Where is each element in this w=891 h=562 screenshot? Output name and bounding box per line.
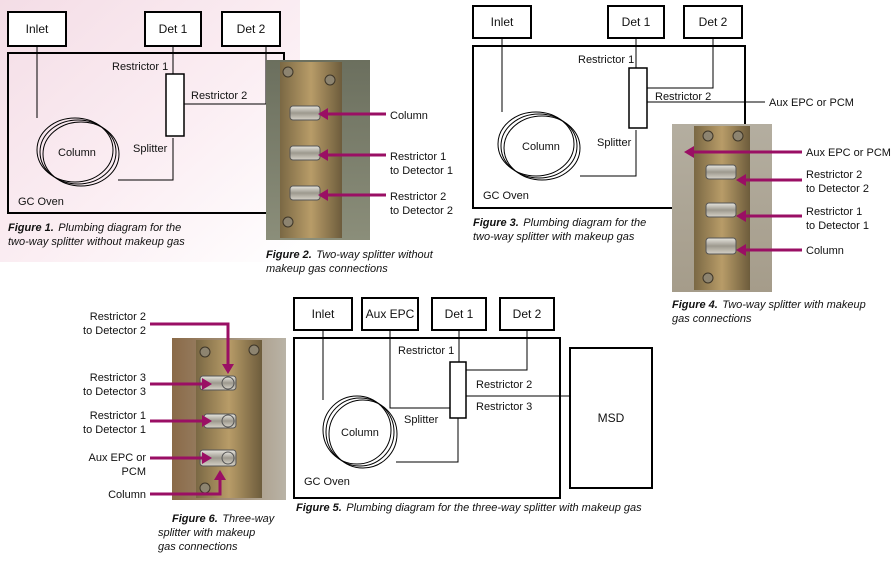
- fig1-inlet-label: Inlet: [26, 22, 49, 36]
- fig2-label-restrictor2: Restrictor 2: [390, 191, 446, 203]
- fig5-det2-box: [499, 297, 555, 331]
- fig1-column-label: Column: [58, 147, 96, 159]
- fig6-caption-line3: gas connections: [158, 541, 238, 553]
- fig1-column-coil: [36, 117, 114, 183]
- figure-6-photo: Restrictor 2 to Detector 2 Restrictor 3 …: [83, 311, 286, 553]
- fig2-screw: [282, 66, 294, 78]
- fig5-det1-label: Det 1: [445, 307, 474, 321]
- fig6-label-aux: Aux EPC or: [89, 452, 147, 464]
- fig1-caption: Figure 1. Plumbing diagram for the: [8, 218, 181, 235]
- fig4-label-restrictor1: Restrictor 1: [806, 206, 862, 218]
- fig1-splitter: [165, 73, 185, 137]
- fig3-oven-label: GC Oven: [483, 190, 529, 202]
- fig5-splitter-label: Splitter: [404, 414, 439, 426]
- fig5-caption: Figure 5. Plumbing diagram for the three…: [296, 498, 642, 515]
- fig5-inlet-label: Inlet: [312, 307, 335, 321]
- fig3-det2-box: [683, 5, 743, 39]
- fig2-label-column: Column: [390, 110, 428, 122]
- fig6-label-restrictor3: Restrictor 3: [90, 372, 146, 384]
- fig3-column-coil: [497, 111, 575, 177]
- fig4-fittings: [705, 164, 737, 255]
- figure-4-photo: Aux EPC or PCM Restrictor 2 to Detector …: [672, 124, 891, 325]
- fig6-label-restrictor2: Restrictor 2: [90, 311, 146, 323]
- fig3-det1-box: [607, 5, 665, 39]
- fig6-caption-line2: splitter with makeup: [158, 527, 255, 539]
- fig3-det2-label: Det 2: [699, 15, 728, 29]
- fig5-msd-box: [569, 347, 653, 489]
- fig3-inlet-label: Inlet: [491, 15, 514, 29]
- figure-1-plumbing-diagram: Inlet Det 1 Det 2 Column Restrictor 1 Re…: [0, 0, 300, 262]
- fig1-splitter-label: Splitter: [133, 143, 168, 155]
- fig4-caption: Figure 4. Two-way splitter with makeup: [672, 295, 866, 312]
- fig5-det2-label: Det 2: [513, 307, 542, 321]
- figure-3-plumbing-diagram: Inlet Det 1 Det 2 Column Restrictor 1 Re…: [472, 5, 854, 243]
- fig2-fittings: [289, 105, 321, 201]
- fig2-caption: Figure 2. Two-way splitter without: [266, 245, 434, 262]
- fig3-column-label: Column: [522, 141, 560, 153]
- fig3-splitter: [628, 67, 648, 129]
- fig3-caption: Figure 3. Plumbing diagram for the: [473, 213, 646, 230]
- fig1-inlet-box: [7, 11, 67, 47]
- fig3-caption-line2: two-way splitter with makeup gas: [473, 231, 635, 243]
- fig6-label-to-detector2: to Detector 2: [83, 325, 146, 337]
- fig6-label-column: Column: [108, 489, 146, 501]
- fig2-label-to-detector2: to Detector 2: [390, 205, 453, 217]
- fig5-restrictor2-label: Restrictor 2: [476, 379, 532, 391]
- fig5-restrictor3-label: Restrictor 3: [476, 401, 532, 413]
- fig4-caption-line2: gas connections: [672, 313, 752, 325]
- fig3-aux-label: Aux EPC or PCM: [769, 97, 854, 109]
- fig3-splitter-label: Splitter: [597, 137, 632, 149]
- fig4-label-to-detector2: to Detector 2: [806, 183, 869, 195]
- fig1-caption-line2: two-way splitter without makeup gas: [8, 236, 185, 248]
- fig2-caption-line2: makeup gas connections: [266, 263, 388, 275]
- fig5-oven-label: GC Oven: [304, 476, 350, 488]
- fig1-oven-label: GC Oven: [18, 196, 64, 208]
- fig1-restrictor1-label: Restrictor 1: [112, 61, 168, 73]
- fig5-aux-box: [361, 297, 419, 331]
- fig6-label-restrictor1: Restrictor 1: [90, 410, 146, 422]
- fig6-fittings: [199, 375, 237, 467]
- fig5-splitter: [449, 361, 467, 419]
- fig6-label-pcm: PCM: [122, 466, 146, 478]
- fig4-label-restrictor2: Restrictor 2: [806, 169, 862, 181]
- fig5-column-coil: [322, 395, 392, 465]
- fig3-det1-label: Det 1: [622, 15, 651, 29]
- fig6-caption: Figure 6. Three-way: [172, 509, 276, 526]
- fig1-det2-box: [221, 11, 281, 47]
- fig1-det1-label: Det 1: [159, 22, 188, 36]
- fig2-label-restrictor1: Restrictor 1: [390, 151, 446, 163]
- fig5-restrictor1-label: Restrictor 1: [398, 345, 454, 357]
- fig1-restrictor2-label: Restrictor 2: [191, 90, 247, 102]
- fig4-label-column: Column: [806, 245, 844, 257]
- fig4-label-aux: Aux EPC or PCM: [806, 147, 891, 159]
- figure-2-photo: Column Restrictor 1 to Detector 1 Restri…: [266, 60, 453, 275]
- fig5-det1-box: [431, 297, 487, 331]
- fig1-det2-label: Det 2: [237, 22, 266, 36]
- fig1-column-outlet-line: [118, 138, 174, 181]
- fig3-restrictor2-label: Restrictor 2: [655, 91, 711, 103]
- fig5-gc-oven-frame: [293, 337, 561, 499]
- fig2-label-to-detector1: to Detector 1: [390, 165, 453, 177]
- fig6-label-to-detector3: to Detector 3: [83, 386, 146, 398]
- fig5-column-label: Column: [341, 427, 379, 439]
- fig4-label-to-detector1: to Detector 1: [806, 220, 869, 232]
- fig1-det1-box: [144, 11, 202, 47]
- fig3-restrictor1-label: Restrictor 1: [578, 54, 634, 66]
- fig6-label-to-detector1: to Detector 1: [83, 424, 146, 436]
- fig5-aux-label: Aux EPC: [366, 307, 415, 321]
- fig3-inlet-box: [472, 5, 532, 39]
- figure-5-plumbing-diagram: Inlet Aux EPC Det 1 Det 2 MSD Column Res…: [293, 297, 653, 515]
- fig5-msd-label: MSD: [598, 411, 625, 425]
